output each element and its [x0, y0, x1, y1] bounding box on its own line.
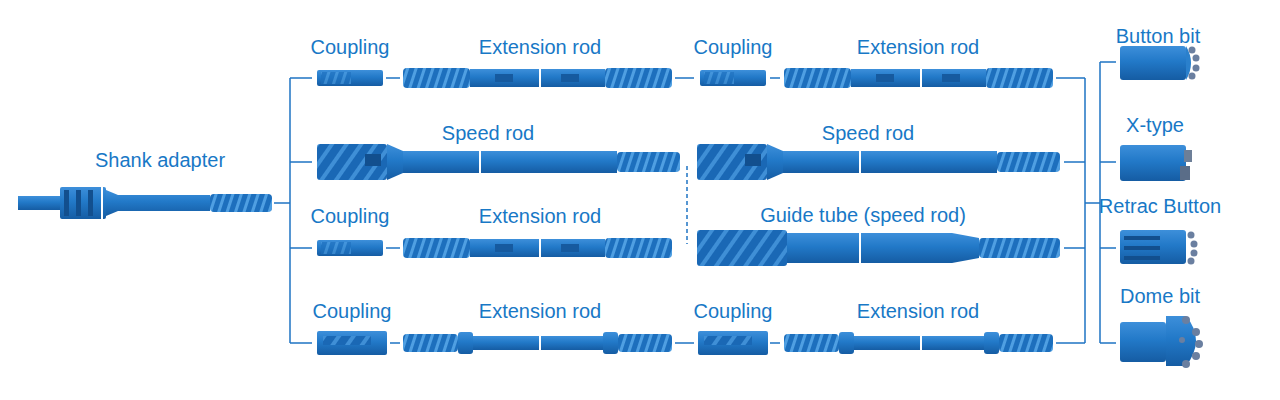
part-label: Extension rod	[857, 36, 979, 58]
part-label: X-type	[1126, 114, 1184, 136]
part-label: Button bit	[1116, 25, 1201, 47]
part-label: Extension rod	[479, 300, 601, 322]
part-label: Retrac Button	[1099, 195, 1221, 217]
button-bit	[1120, 46, 1200, 80]
dome-bit	[1120, 316, 1203, 368]
part-label: Speed rod	[442, 122, 534, 144]
part-label: Extension rod	[857, 300, 979, 322]
shank-adapter	[18, 186, 272, 220]
part-label: Coupling	[313, 300, 392, 322]
bracket-lines	[274, 62, 1116, 343]
part-label: Extension rod	[479, 205, 601, 227]
part-label: Guide tube (speed rod)	[760, 204, 966, 226]
part-label: Coupling	[694, 300, 773, 322]
x-type-bit	[1120, 145, 1192, 181]
part-label: Shank adapter	[95, 149, 225, 171]
part-label: Dome bit	[1120, 285, 1200, 307]
part-label: Coupling	[311, 205, 390, 227]
part-label: Coupling	[311, 36, 390, 58]
part-label: Extension rod	[479, 36, 601, 58]
part-label: Coupling	[694, 36, 773, 58]
part-label: Speed rod	[822, 122, 914, 144]
retrac-button-bit	[1120, 230, 1198, 265]
